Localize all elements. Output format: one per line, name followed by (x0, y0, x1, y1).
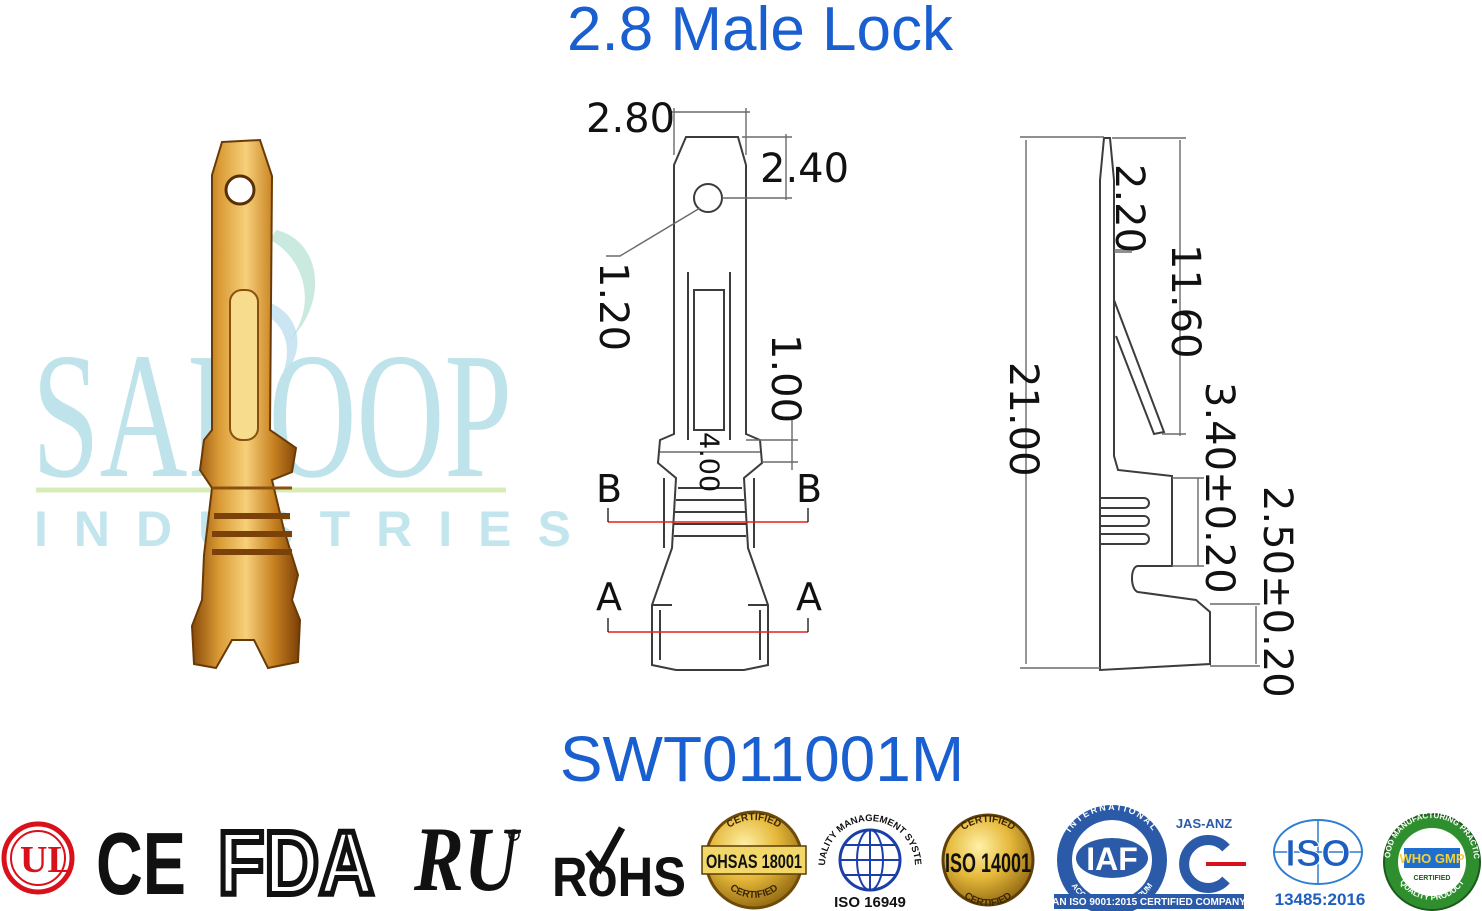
dim-1: 1.00 (762, 334, 808, 423)
svg-text:IAF: IAF (1086, 841, 1138, 877)
section-b-right: B (796, 467, 822, 511)
ru-logo: RU (413, 808, 522, 910)
fda-logo: FDA (215, 811, 377, 911)
svg-text:CERTIFIED: CERTIFIED (728, 883, 780, 901)
rohs-logo: RoHS (552, 826, 686, 908)
side-dimensions (1020, 136, 1260, 669)
ohsas-seal: OHSAS 18001 CERTIFIED CERTIFIED (701, 810, 807, 910)
svg-text:ISO 14001: ISO 14001 (945, 848, 1031, 878)
section-a-right: A (796, 575, 822, 619)
svg-text:UL: UL (20, 839, 73, 881)
part-number: SWT011001M (559, 723, 965, 795)
svg-text:RoHS: RoHS (552, 845, 686, 908)
section-lines (608, 521, 808, 633)
svg-text:ISO: ISO (1285, 833, 1350, 875)
svg-text:OHSAS 18001: OHSAS 18001 (706, 852, 802, 873)
watermark-sub: INDUSTRIES (34, 501, 597, 557)
svg-text:RU: RU (413, 808, 522, 910)
iso14001-seal: ISO 14001 CERTIFIED CERTIFIED (941, 813, 1035, 909)
ul-logo: UL (1, 821, 75, 895)
watermark: SAROOP INDUSTRIES (32, 230, 597, 557)
iso13485-logo: ISO 13485:2016 (1273, 819, 1366, 909)
front-dimensions (606, 108, 798, 470)
iaf-jas-logo: IAF INTERNATIONAL ACCREDITATION FORUM JA… (1052, 802, 1246, 911)
svg-text:ISO 16949: ISO 16949 (834, 894, 906, 911)
dim-blade: 11.60 (1162, 244, 1208, 359)
svg-text:AN ISO 9001:2015 CERTIFIED COM: AN ISO 9001:2015 CERTIFIED COMPANY (1052, 897, 1246, 908)
svg-text:WHO GMP: WHO GMP (1400, 851, 1465, 866)
dim-wire: 2.50±0.20 (1254, 486, 1300, 698)
page-title: 2.8 Male Lock (567, 0, 953, 64)
ce-logo: CE (96, 814, 186, 911)
svg-text:13485:2016: 13485:2016 (1275, 890, 1366, 909)
front-view (651, 136, 769, 671)
dim-length-total: 21.00 (1000, 362, 1046, 477)
svg-text:CERTIFIED: CERTIFIED (962, 890, 1014, 909)
svg-text:CERTIFIED: CERTIFIED (1414, 875, 1451, 882)
dim-tip: 2.20 (1106, 164, 1152, 253)
svg-text:FDA: FDA (218, 814, 374, 911)
section-b-left: B (596, 467, 622, 511)
terminal-photo (190, 138, 302, 670)
dim-2: 4.00 (693, 432, 724, 492)
side-view (1099, 137, 1211, 672)
svg-text:JAS-ANZ: JAS-ANZ (1176, 816, 1232, 831)
section-a-left: A (596, 575, 622, 619)
dim-hole-dia: 1.20 (590, 262, 636, 351)
dim-width-hole: 2.40 (760, 146, 849, 192)
dim-width-top: 2.80 (586, 96, 675, 142)
dim-crimp: 3.40±0.20 (1196, 382, 1242, 594)
